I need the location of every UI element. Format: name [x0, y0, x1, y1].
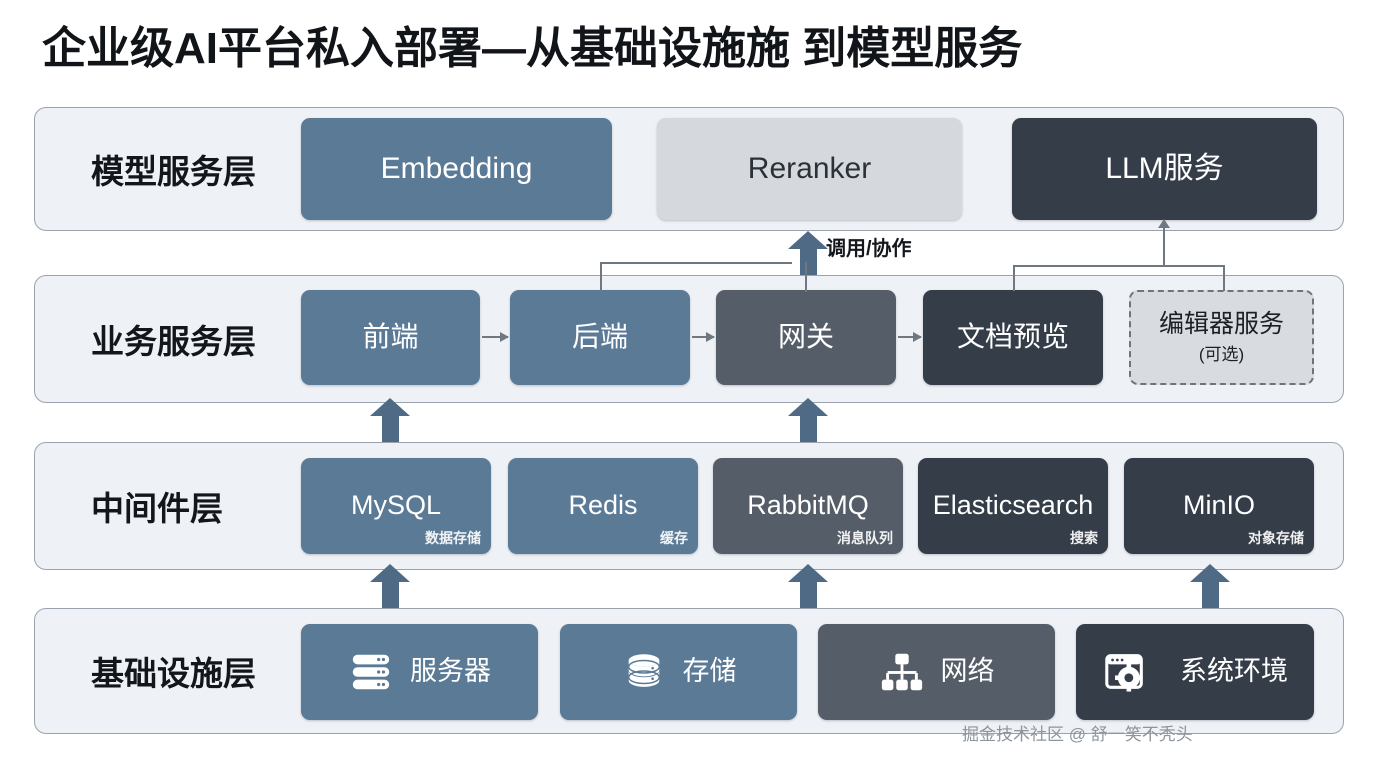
- connector-docview-editor-horizontal: [1013, 265, 1225, 267]
- node-label: 网络: [940, 656, 995, 687]
- connector-editor-vertical: [1223, 265, 1225, 291]
- node-label: MinIO: [1182, 490, 1255, 521]
- connector-label-call-collab: 调用/协作: [826, 238, 912, 260]
- flow-arrow-frontend-backend: [482, 332, 509, 342]
- node-mysql[interactable]: MySQL 数据存储: [301, 458, 491, 554]
- node-label: 系统环境: [1180, 656, 1288, 687]
- connector-to-llm-vertical: [1163, 228, 1165, 267]
- block-arrow-rabbitmq-to-business: [788, 398, 829, 442]
- connector-backend-to-model-horizontal: [600, 262, 792, 264]
- layer-title-infrastructure: 基础设施层: [91, 655, 256, 692]
- node-label: 编辑器服务: [1158, 309, 1284, 338]
- node-redis[interactable]: Redis 缓存: [508, 458, 698, 554]
- block-arrow-mysql-to-business: [370, 398, 411, 442]
- node-label: LLM服务: [1105, 151, 1224, 185]
- node-editor-service[interactable]: 编辑器服务 (可选): [1129, 290, 1314, 385]
- node-elasticsearch[interactable]: Elasticsearch 搜索: [918, 458, 1108, 554]
- layer-title-business: 业务服务层: [91, 323, 256, 360]
- node-sublabel: (可选): [1198, 344, 1245, 364]
- node-label: Reranker: [747, 151, 872, 185]
- node-backend[interactable]: 后端: [510, 290, 690, 385]
- node-label: MySQL: [350, 490, 442, 521]
- flow-arrow-gateway-docview: [898, 332, 922, 342]
- flow-arrow-backend-gateway: [692, 332, 715, 342]
- block-arrow-server-to-middleware: [370, 564, 411, 608]
- node-label: 服务器: [410, 656, 491, 687]
- connector-backend-to-model-vertical: [600, 262, 602, 292]
- block-arrow-business-to-model: [788, 231, 829, 275]
- node-sublabel: 对象存储: [1248, 530, 1304, 546]
- node-network[interactable]: 网络: [818, 624, 1055, 720]
- node-label: 存储: [682, 656, 737, 687]
- node-frontend[interactable]: 前端: [301, 290, 480, 385]
- layer-title-middleware: 中间件层: [91, 490, 223, 527]
- window-gear-icon: [1105, 654, 1143, 692]
- node-sublabel: 数据存储: [425, 530, 481, 546]
- node-label: Elasticsearch: [932, 490, 1094, 521]
- node-label: 文档预览: [956, 321, 1069, 353]
- sitemap-icon: [881, 653, 922, 691]
- node-rabbitmq[interactable]: RabbitMQ 消息队列: [713, 458, 903, 554]
- connector-to-llm-arrowhead: [1158, 219, 1170, 228]
- node-document-preview[interactable]: 文档预览: [923, 290, 1103, 385]
- node-system-environment[interactable]: 系统环境: [1076, 624, 1314, 720]
- connector-gateway-to-model-vertical: [805, 262, 807, 292]
- node-sublabel: 搜索: [1070, 530, 1098, 546]
- node-sublabel: 缓存: [660, 530, 688, 546]
- node-gateway[interactable]: 网关: [716, 290, 896, 385]
- server-icon: [352, 654, 390, 690]
- node-sublabel: 消息队列: [837, 530, 893, 546]
- layer-title-model: 模型服务层: [91, 153, 256, 190]
- watermark: 掘金技术社区 @ 舒一笑不秃头: [962, 725, 1193, 744]
- node-label: Embedding: [380, 151, 533, 185]
- page-title: 企业级AI平台私入部署—从基础设施施 到模型服务: [42, 24, 1023, 73]
- database-icon: [627, 654, 660, 687]
- node-label: 网关: [777, 321, 834, 353]
- node-storage[interactable]: 存储: [560, 624, 797, 720]
- node-server[interactable]: 服务器: [301, 624, 538, 720]
- node-embedding[interactable]: Embedding: [301, 118, 612, 220]
- node-minio[interactable]: MinIO 对象存储: [1124, 458, 1314, 554]
- node-label: 前端: [362, 321, 419, 353]
- block-arrow-network-to-middleware: [788, 564, 829, 608]
- connector-docview-vertical: [1013, 265, 1015, 291]
- node-label: 后端: [571, 321, 628, 353]
- node-llm-service[interactable]: LLM服务: [1012, 118, 1317, 220]
- node-label: RabbitMQ: [747, 490, 869, 521]
- block-arrow-sysenv-to-middleware: [1190, 564, 1231, 608]
- node-label: Redis: [568, 490, 638, 521]
- node-reranker[interactable]: Reranker: [657, 118, 962, 220]
